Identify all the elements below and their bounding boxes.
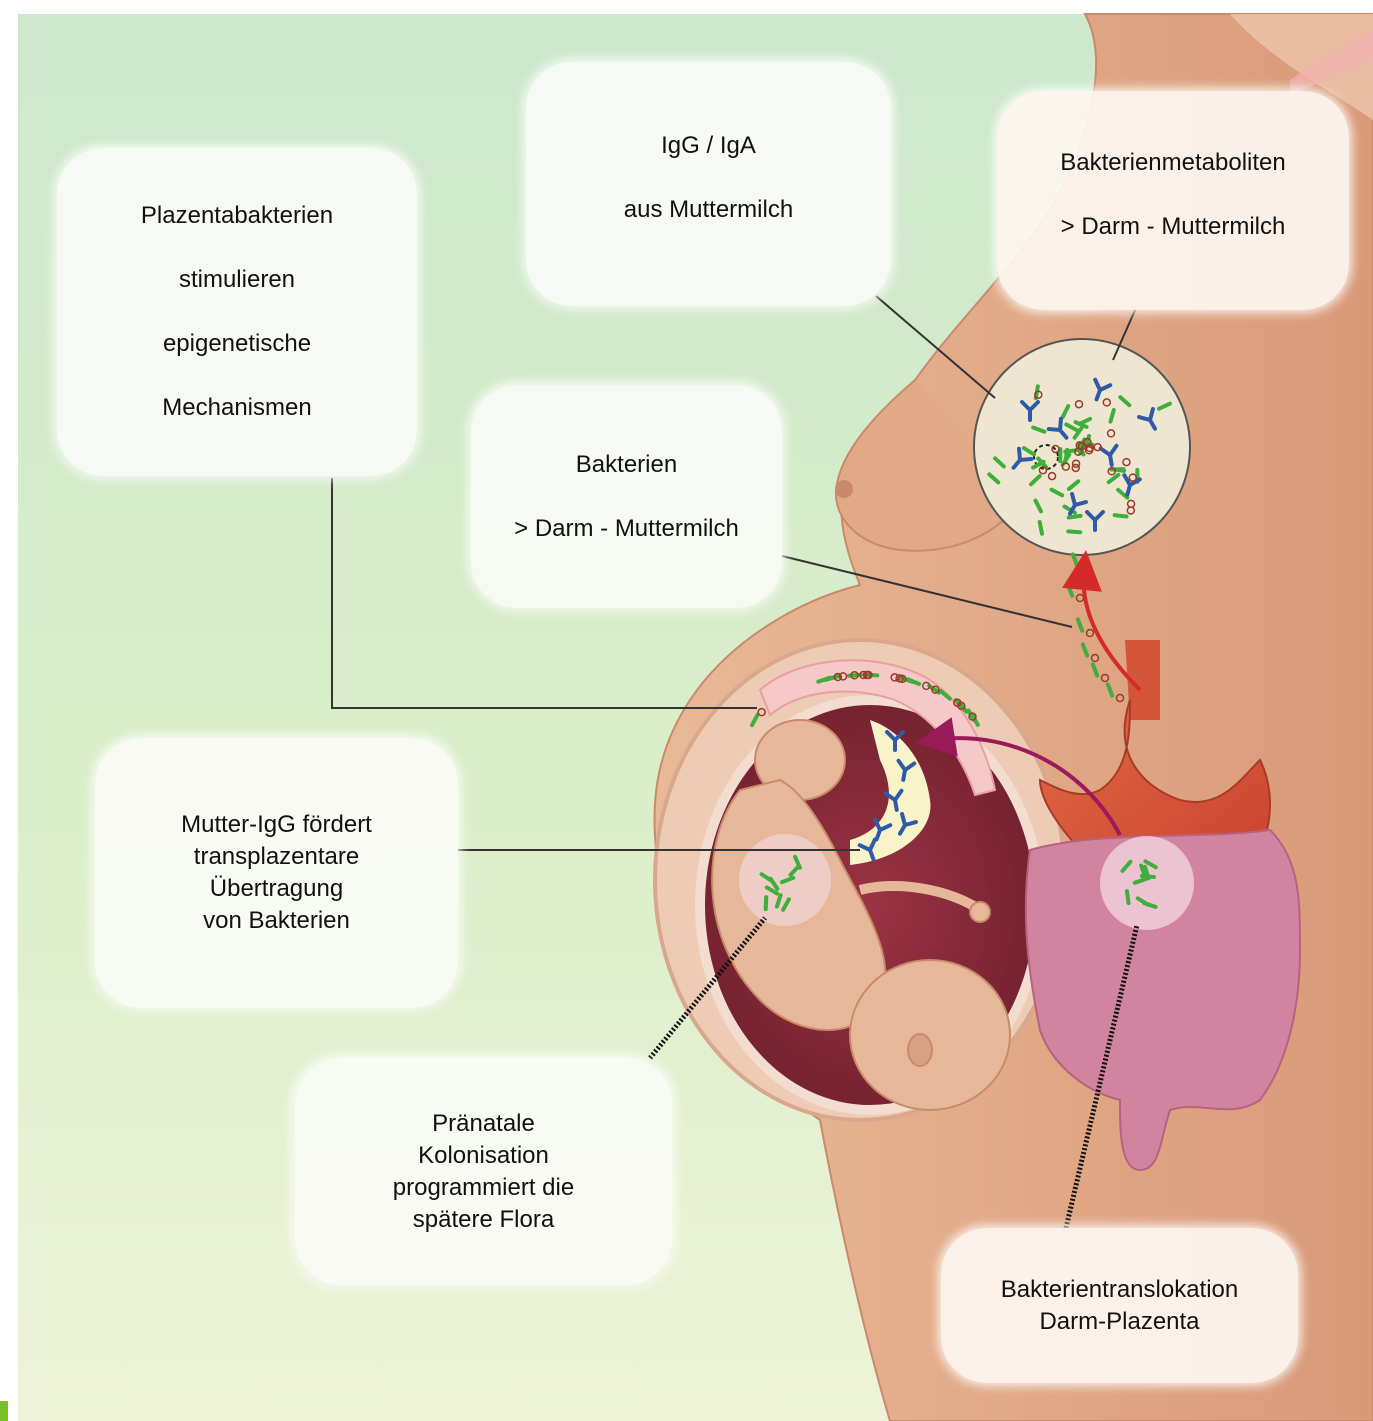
- label-line: transplazentare: [194, 841, 359, 873]
- label-line: aus Muttermilch: [624, 178, 793, 242]
- bacterium: [1040, 522, 1042, 534]
- label-line: Pränatale: [432, 1108, 535, 1140]
- label-line: Darm-Plazenta: [1039, 1306, 1199, 1338]
- label-line: Bakterien: [576, 433, 677, 497]
- label-line: epigenetische: [163, 312, 311, 376]
- bacterium: [766, 897, 767, 909]
- bacterium: [1068, 531, 1080, 532]
- label-igg-iga: IgG / IgA aus Muttermilch: [526, 62, 891, 306]
- label-prenatal: Pränatale Kolonisation programmiert die …: [295, 1058, 672, 1285]
- bacterium: [1115, 515, 1127, 516]
- label-line: von Bakterien: [203, 905, 350, 937]
- label-line: stimulieren: [179, 248, 295, 312]
- label-line: Übertragung: [210, 873, 343, 905]
- label-line: Kolonisation: [418, 1140, 549, 1172]
- label-mother-igg: Mutter-IgG fördert transplazentare Übert…: [95, 738, 458, 1008]
- label-line: > Darm - Muttermilch: [1061, 195, 1286, 259]
- label-line: IgG / IgA: [661, 114, 756, 178]
- bacterium: [1127, 891, 1129, 903]
- nipple: [835, 480, 853, 498]
- label-line: spätere Flora: [413, 1204, 554, 1236]
- label-line: Mechanismen: [162, 376, 311, 440]
- label-placenta-bacteria: Plazentabakterien stimulieren epigenetis…: [57, 148, 417, 476]
- label-line: > Darm - Muttermilch: [514, 497, 739, 561]
- intestine-zoom-circle: [1100, 836, 1194, 930]
- label-line: Plazentabakterien: [141, 184, 333, 248]
- label-bacteria: Bakterien > Darm - Muttermilch: [471, 385, 782, 608]
- label-line: Bakterientranslokation: [1001, 1274, 1238, 1306]
- label-line: Bakterienmetaboliten: [1060, 131, 1285, 195]
- label-line: programmiert die: [393, 1172, 574, 1204]
- bacterium: [1069, 516, 1081, 518]
- corner-marker: [0, 1401, 8, 1421]
- label-metabolites: Bakterienmetaboliten > Darm - Muttermilc…: [997, 91, 1349, 310]
- label-line: Mutter-IgG fördert: [181, 809, 372, 841]
- label-translocation: Bakterientranslokation Darm-Plazenta: [941, 1228, 1298, 1383]
